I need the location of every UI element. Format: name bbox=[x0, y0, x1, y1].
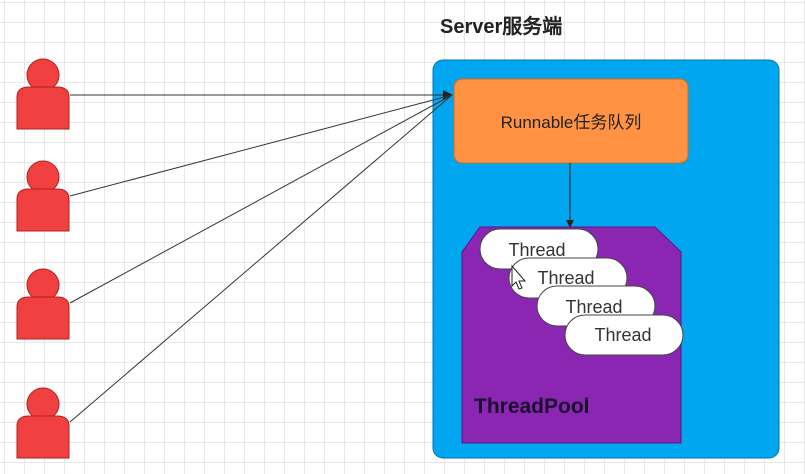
user-icon bbox=[16, 387, 70, 459]
thread-pool-label: ThreadPool bbox=[474, 395, 590, 418]
user-2-connection bbox=[69, 94, 453, 197]
thread-label: Thread bbox=[537, 268, 594, 288]
user-icon bbox=[16, 268, 70, 340]
thread-label: Thread bbox=[508, 240, 565, 260]
user-4-connection bbox=[69, 94, 453, 423]
server-title: Server服务端 bbox=[440, 14, 562, 38]
task-queue-box bbox=[453, 78, 689, 164]
thread-bubble-4: Thread bbox=[564, 314, 684, 356]
user-icon bbox=[16, 58, 70, 130]
user-3-connection bbox=[69, 94, 453, 304]
thread-label: Thread bbox=[594, 325, 651, 345]
mouse-cursor-icon bbox=[511, 264, 527, 290]
thread-label: Thread bbox=[565, 297, 622, 317]
user-icon bbox=[16, 160, 70, 232]
task-queue-label: Runnable任务队列 bbox=[501, 113, 642, 132]
